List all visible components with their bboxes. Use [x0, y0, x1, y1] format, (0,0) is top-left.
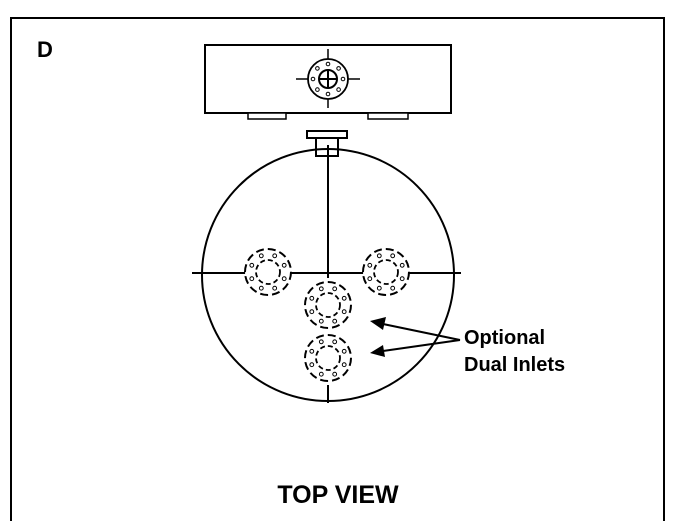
bolt-hole: [376, 285, 382, 291]
callout-line-2: Dual Inlets: [464, 354, 565, 376]
bolt-hole: [258, 285, 264, 291]
tank-foot-left: [247, 112, 287, 120]
inlet-center-upper: [304, 281, 352, 329]
bolt-hole: [367, 276, 373, 282]
bolt-hole: [341, 309, 347, 315]
bolt-hole: [281, 276, 287, 282]
bolt-hole: [399, 262, 405, 268]
bolt-hole: [309, 362, 315, 368]
inlet-center-lower: [304, 334, 352, 382]
figure-caption: TOP VIEW: [277, 481, 399, 509]
inlet-flanges: [244, 248, 410, 382]
bolt-hole: [332, 371, 338, 377]
bolt-hole: [341, 362, 347, 368]
arrowhead-lower: [370, 345, 385, 357]
bolt-hole: [376, 253, 382, 259]
bolt-hole: [332, 318, 338, 324]
bolt-hole: [309, 348, 315, 354]
inlet-left: [244, 248, 292, 296]
figure-border: [10, 17, 665, 521]
top-flange: [296, 49, 360, 108]
bolt-hole: [309, 309, 315, 315]
arrow-upper: [382, 323, 461, 341]
inlet-right: [362, 248, 410, 296]
bolt-hole: [390, 253, 396, 259]
bolt-hole: [249, 276, 255, 282]
bolt-hole: [318, 286, 324, 292]
bolt-hole: [272, 253, 278, 259]
bolt-hole: [318, 318, 324, 324]
arrowhead-upper: [370, 317, 386, 330]
bolt-hole: [341, 348, 347, 354]
bolt-hole: [367, 262, 373, 268]
bolt-hole: [390, 285, 396, 291]
bolt-hole: [341, 295, 347, 301]
arrow-lower: [382, 339, 461, 352]
top-tank: [204, 44, 452, 120]
callout-line-1: Optional: [464, 327, 545, 349]
bolt-hole: [249, 262, 255, 268]
bolt-hole: [272, 285, 278, 291]
callout-arrows: [370, 317, 461, 357]
panel-letter: D: [37, 37, 53, 62]
tank-foot-right: [367, 112, 409, 120]
bolt-hole: [258, 253, 264, 259]
bolt-hole: [332, 339, 338, 345]
bolt-hole: [318, 371, 324, 377]
bolt-hole: [281, 262, 287, 268]
bolt-hole: [399, 276, 405, 282]
bolt-hole: [318, 339, 324, 345]
bolt-hole: [332, 286, 338, 292]
bolt-hole: [309, 295, 315, 301]
